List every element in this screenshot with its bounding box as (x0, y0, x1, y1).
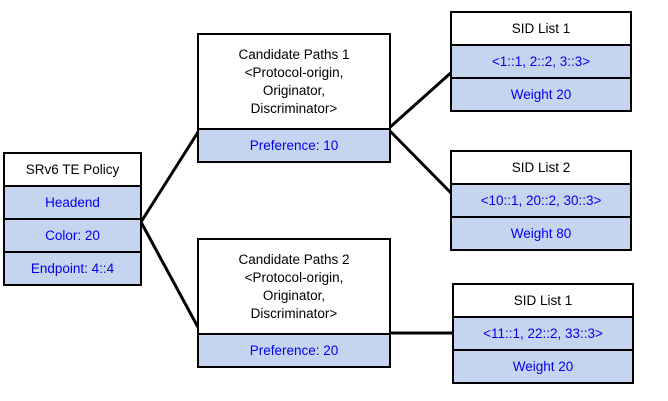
policy-headend-row: Headend (3, 185, 142, 220)
candidate-paths-2-preference-row: Preference: 20 (197, 333, 391, 368)
candidate-paths-1-title-line4: Discriminator> (250, 100, 338, 116)
candidate-paths-1-title: Candidate Paths 1 <Protocol-origin, Orig… (197, 33, 391, 130)
sid-list-bottom-box: SID List 1 <11::1, 22::2, 33::3> Weight … (452, 283, 634, 384)
candidate-paths-1-title-line1: Candidate Paths 1 (238, 46, 350, 62)
candidate-paths-2-title: Candidate Paths 2 <Protocol-origin, Orig… (197, 238, 391, 335)
candidate-paths-1-box: Candidate Paths 1 <Protocol-origin, Orig… (197, 33, 391, 163)
policy-color-row: Color: 20 (3, 218, 142, 253)
sid-list-middle-sids-row: <10::1, 20::2, 30::3> (450, 183, 632, 218)
connector-policy-to-candidate1 (139, 128, 202, 223)
candidate-paths-2-title-line3: Originator, (262, 287, 326, 303)
sid-list-top-sids-row: <1::1, 2::2, 3::3> (450, 44, 632, 79)
sid-list-top-box: SID List 1 <1::1, 2::2, 3::3> Weight 20 (450, 11, 632, 112)
sid-list-bottom-weight-row: Weight 20 (452, 349, 634, 384)
sid-list-top-weight-row: Weight 20 (450, 77, 632, 112)
candidate-paths-2-title-line1: Candidate Paths 2 (238, 251, 350, 267)
sid-list-bottom-title: SID List 1 (452, 283, 634, 318)
connector-candidate1-to-sidlist-middle (386, 127, 456, 198)
candidate-paths-2-box: Candidate Paths 2 <Protocol-origin, Orig… (197, 238, 391, 368)
candidate-paths-2-title-line2: <Protocol-origin, (244, 269, 344, 285)
sid-list-top-title: SID List 1 (450, 11, 632, 46)
sid-list-bottom-sids-row: <11::1, 22::2, 33::3> (452, 316, 634, 351)
policy-endpoint-row: Endpoint: 4::4 (3, 251, 142, 286)
sid-list-middle-title: SID List 2 (450, 150, 632, 185)
candidate-paths-1-title-line3: Originator, (262, 82, 326, 98)
connector-policy-to-candidate2 (139, 221, 202, 332)
sid-list-middle-weight-row: Weight 80 (450, 216, 632, 251)
srv6-te-policy-box: SRv6 TE Policy Headend Color: 20 Endpoin… (3, 152, 142, 286)
candidate-paths-2-title-line4: Discriminator> (250, 305, 338, 321)
sid-list-middle-box: SID List 2 <10::1, 20::2, 30::3> Weight … (450, 150, 632, 251)
candidate-paths-1-preference-row: Preference: 10 (197, 128, 391, 163)
connector-candidate1-to-sidlist-top (387, 68, 455, 131)
candidate-paths-1-title-line2: <Protocol-origin, (244, 64, 344, 80)
policy-title: SRv6 TE Policy (3, 152, 142, 187)
